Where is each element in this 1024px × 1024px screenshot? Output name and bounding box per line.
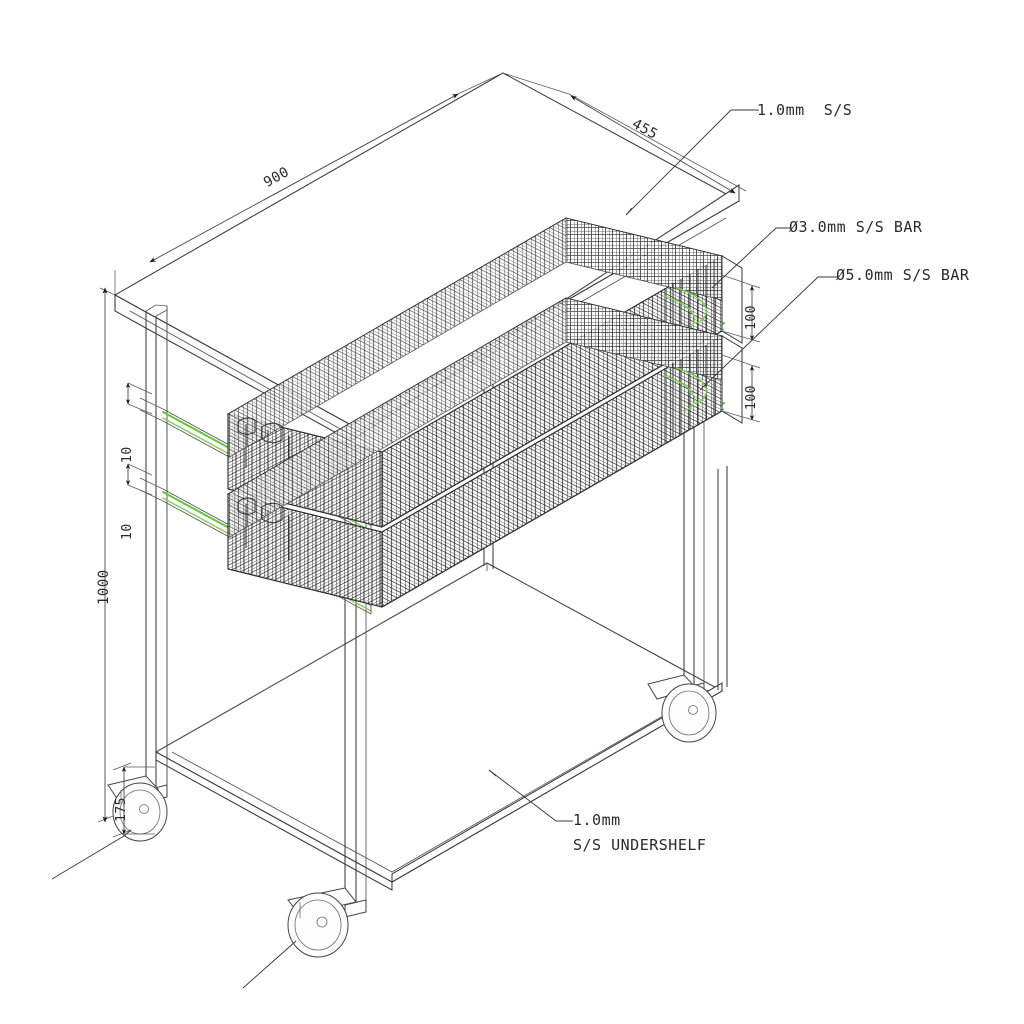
note-bar-3mm: Ø3.0mm S/S BAR xyxy=(789,218,923,236)
caster-front-left xyxy=(107,775,168,842)
leader-bar-3mm xyxy=(711,227,791,289)
dimension-basket-height-1 xyxy=(721,274,761,343)
dimension-depth-455 xyxy=(459,72,747,201)
leader-caster-left xyxy=(51,829,132,880)
dimension-label-1000: 1000 xyxy=(96,569,112,605)
note-undershelf-label: S/S UNDERSHELF xyxy=(573,836,707,854)
leader-bar-5mm xyxy=(699,276,837,391)
dimension-label-gap-1: 10 xyxy=(120,446,135,463)
leg-front-left xyxy=(145,304,168,795)
caster-front-right xyxy=(647,674,717,743)
note-bar-5mm: Ø5.0mm S/S BAR xyxy=(836,266,970,284)
dimension-label-175: 175 xyxy=(114,797,129,822)
dimension-label-basket-2: 100 xyxy=(744,385,759,410)
dimension-length-900 xyxy=(114,92,461,295)
dimension-runner-gap-2 xyxy=(125,463,164,502)
note-top-thickness: 1.0mm S/S xyxy=(757,101,853,119)
dimension-label-gap-2: 10 xyxy=(120,523,135,540)
leader-undershelf xyxy=(488,769,573,822)
basket-lower xyxy=(226,297,724,608)
dimension-runner-gap-1 xyxy=(125,382,164,422)
note-undershelf-thickness: 1.0mm xyxy=(573,811,621,829)
dimension-height-1000 xyxy=(97,287,116,823)
undershelf-assembly xyxy=(154,562,724,891)
leader-caster-bottom xyxy=(242,940,297,989)
leader-top-thickness xyxy=(625,109,759,216)
dimension-caster-175 xyxy=(112,762,155,838)
dimension-label-basket-1: 100 xyxy=(744,305,759,330)
caster-front-center xyxy=(287,887,367,958)
basket-right-extension xyxy=(721,255,743,424)
dimension-basket-height-2 xyxy=(721,354,761,423)
